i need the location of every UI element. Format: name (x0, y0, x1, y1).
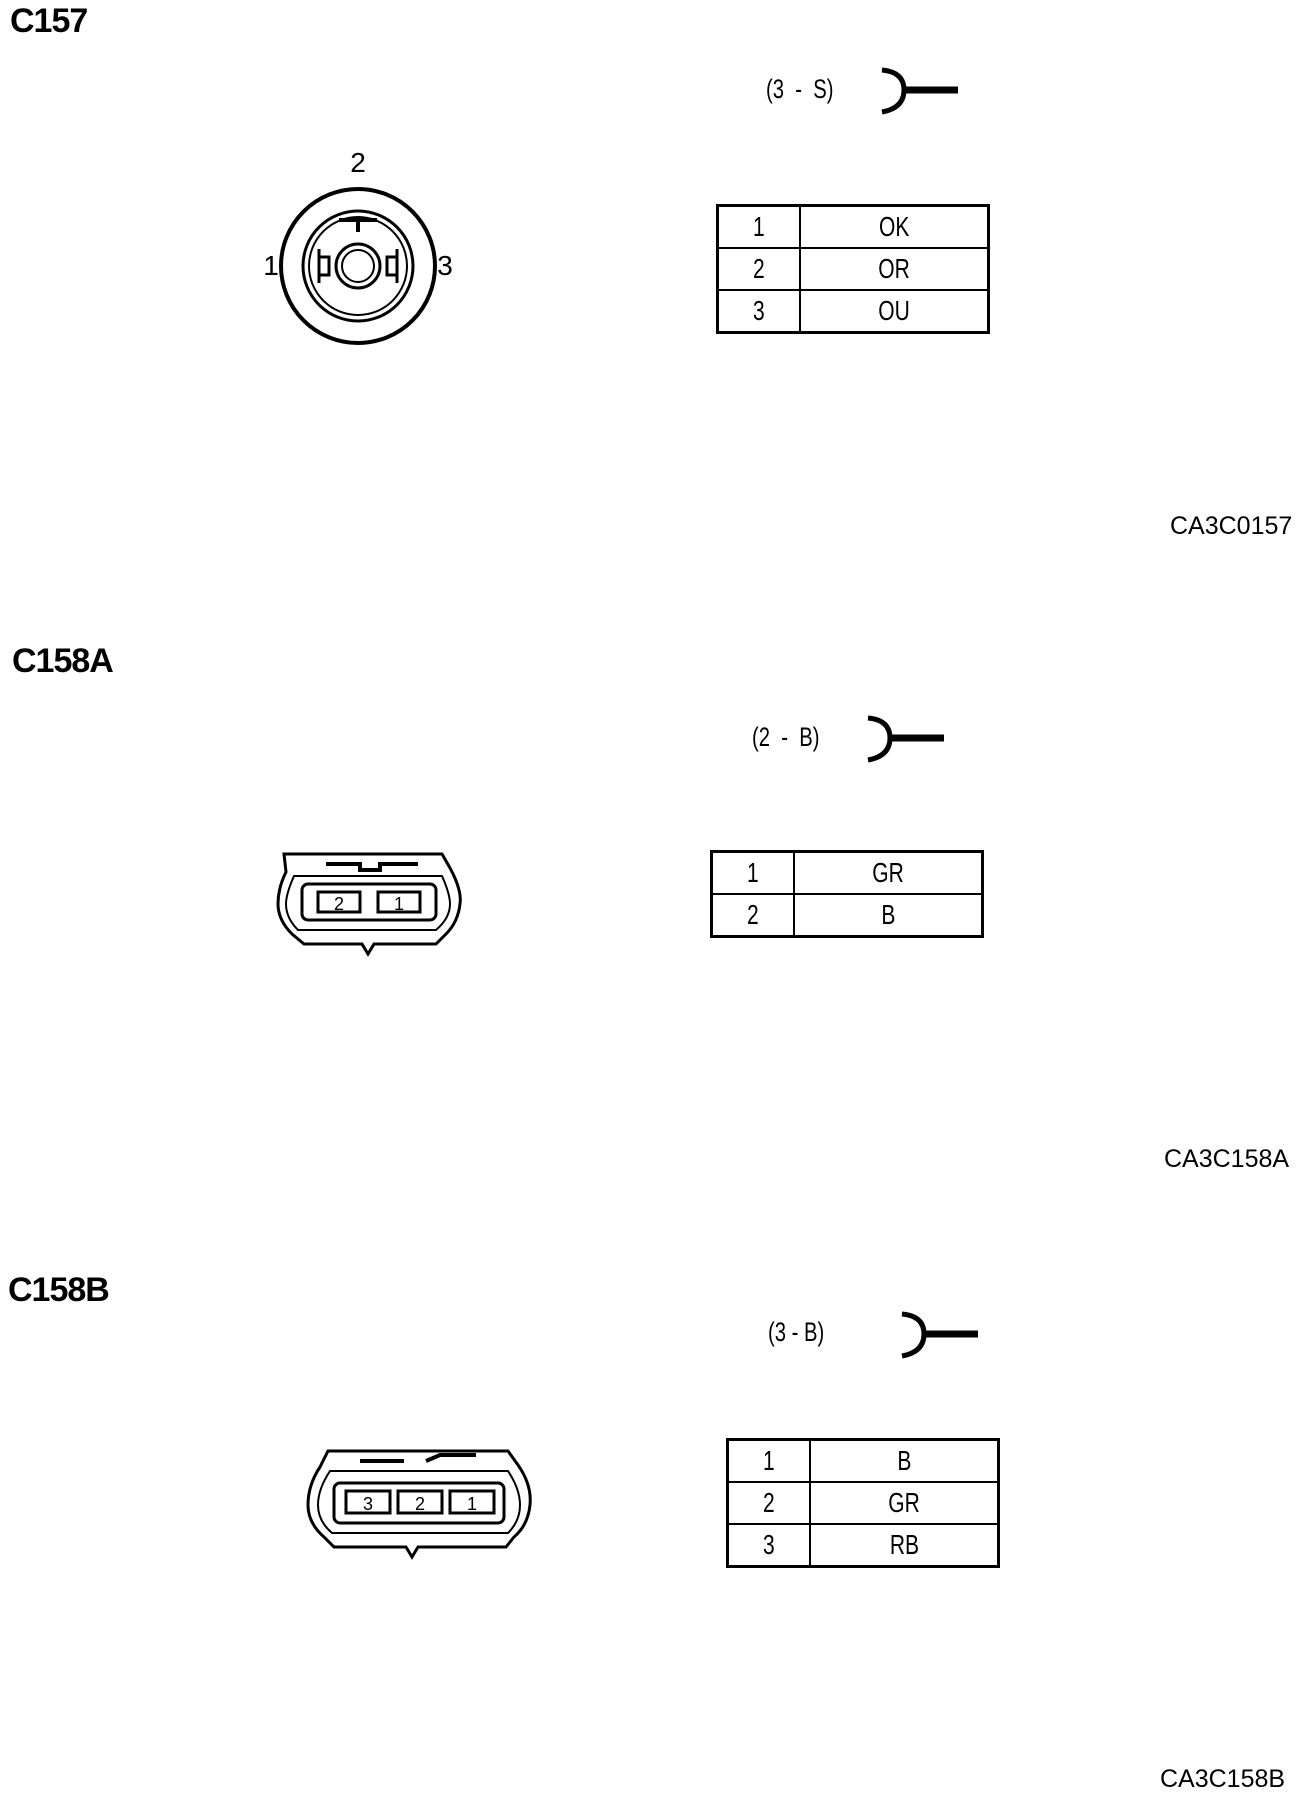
wire-color: B (880, 899, 896, 930)
connector-section-c158a: C158A (2 - B) 2 1 1 GR 2 B CA3C158A (0, 600, 1312, 1200)
table-row: 1 OK (716, 204, 990, 249)
round-connector-face: 2 1 3 (263, 147, 453, 345)
pin-number: 3 (753, 295, 765, 326)
pin-number: 1 (747, 857, 759, 888)
connector-title: C158B (8, 1271, 110, 1309)
table-row: 1 B (726, 1438, 1000, 1483)
connector-title: C157 (10, 2, 88, 40)
connector-spec: (3 - S) (766, 74, 834, 104)
table-row: 2 B (710, 893, 984, 938)
pin-number: 3 (763, 1529, 775, 1560)
table-row: 2 OR (716, 247, 990, 291)
pin-label: 1 (467, 1494, 477, 1514)
pin-number: 1 (753, 211, 765, 242)
wire-color: OR (878, 253, 910, 284)
diagram-code: CA3C158B (1160, 1765, 1286, 1793)
connector-spec: (2 - B) (752, 722, 820, 752)
table-row: 1 GR (710, 850, 984, 895)
pin-color-table: 1 GR 2 B (710, 850, 984, 938)
pin-label: 1 (263, 250, 279, 281)
table-row: 3 RB (726, 1523, 1000, 1568)
pin-number: 2 (763, 1487, 775, 1518)
diagram-code: CA3C158A (1164, 1145, 1290, 1173)
connector-title: C158A (12, 642, 114, 680)
connector-spec: (3 - B) (768, 1317, 825, 1347)
pin-label: 3 (363, 1494, 373, 1514)
wire-color: B (896, 1445, 912, 1476)
wire-color: OU (878, 295, 910, 326)
pin-number: 1 (763, 1445, 775, 1476)
pin-color-table: 1 OK 2 OR 3 OU (716, 204, 990, 334)
pin-color-table: 1 B 2 GR 3 RB (726, 1438, 1000, 1568)
table-row: 3 OU (716, 289, 990, 334)
wire-color: GR (872, 857, 904, 888)
wire-fork-icon (881, 67, 958, 115)
wire-color: RB (889, 1529, 919, 1560)
pin-label: 3 (437, 250, 453, 281)
wire-fork-icon (901, 1311, 978, 1359)
wire-color: OK (878, 211, 910, 242)
three-pin-connector-face: 3 2 1 (306, 1449, 532, 1560)
diagram-code: CA3C0157 (1170, 512, 1293, 540)
connector-section-c157: C157 (3 - S) 2 1 3 1 OK 2 OR 3 OU (0, 0, 1312, 600)
wire-color: GR (888, 1487, 920, 1518)
pin-label: 1 (394, 894, 404, 914)
two-pin-connector-face: 2 1 (276, 852, 462, 957)
connector-section-c158b: C158B (3 - B) 3 2 1 1 B 2 GR 3 RB CA3C15… (0, 1200, 1312, 1808)
pin-label: 2 (415, 1494, 425, 1514)
pin-number: 2 (753, 253, 765, 284)
wire-fork-icon (867, 715, 944, 763)
pin-number: 2 (747, 899, 759, 930)
pin-label: 2 (334, 894, 344, 914)
table-row: 2 GR (726, 1481, 1000, 1525)
pin-label: 2 (350, 147, 366, 178)
